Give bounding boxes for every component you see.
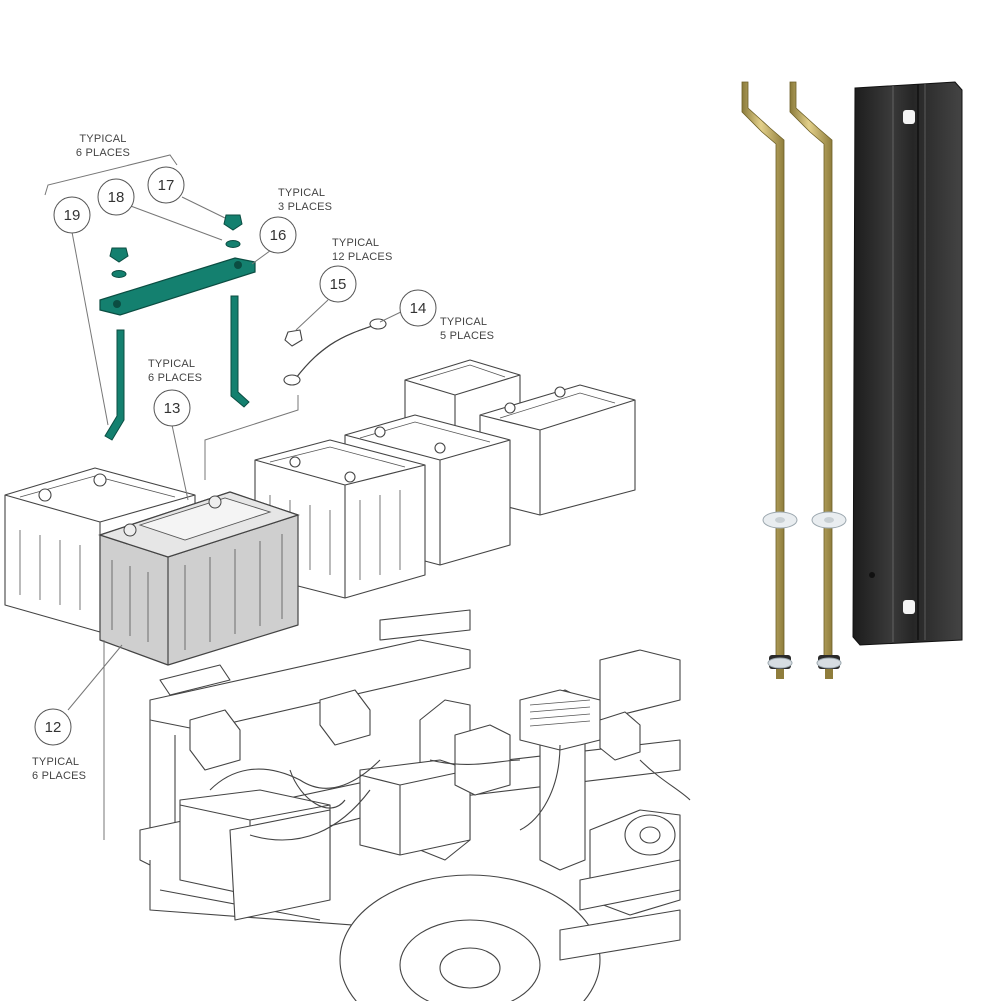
svg-text:6 PLACES: 6 PLACES [32, 770, 86, 782]
nut-right [223, 214, 243, 231]
svg-text:16: 16 [270, 227, 287, 244]
vehicle-frame-drawing [139, 609, 691, 1001]
svg-text:TYPICAL: TYPICAL [440, 316, 487, 328]
svg-text:17: 17 [158, 177, 175, 194]
leader-lines [44, 154, 406, 840]
callout-14: 14 [399, 289, 437, 327]
battery-right-front [479, 384, 636, 516]
product-hold-down-plate [852, 81, 963, 646]
callout-12: 12 [34, 708, 72, 746]
svg-text:12: 12 [45, 719, 62, 736]
washer-right [225, 240, 241, 248]
callout-13: 13 [153, 389, 191, 427]
callout-19: 19 [53, 196, 91, 234]
hold-down-rod-left [104, 329, 125, 441]
note-typical-3-places: TYPICAL 3 PLACES [278, 187, 332, 213]
note-typical-6-places-top: TYPICAL 6 PLACES [76, 133, 130, 159]
battery-row-drawing [4, 359, 636, 666]
product-hold-down-rod-1 [741, 81, 798, 679]
svg-text:5 PLACES: 5 PLACES [440, 330, 494, 342]
nut-left [109, 247, 129, 263]
battery-cable-drawing [283, 318, 387, 386]
hold-down-hardware [99, 214, 256, 441]
callout-15: 15 [319, 265, 357, 303]
note-typical-12-places: TYPICAL 12 PLACES [332, 237, 393, 263]
svg-text:13: 13 [164, 400, 181, 417]
svg-text:TYPICAL: TYPICAL [332, 237, 379, 249]
svg-text:TYPICAL: TYPICAL [148, 358, 195, 370]
hold-down-plate [99, 257, 256, 316]
washer-left [111, 270, 127, 278]
note-typical-6-places-13: TYPICAL 6 PLACES [148, 358, 202, 384]
svg-text:14: 14 [410, 300, 427, 317]
svg-text:6 PLACES: 6 PLACES [76, 147, 130, 159]
note-typical-6-places-12: TYPICAL 6 PLACES [32, 756, 86, 782]
note-typical-5-places: TYPICAL 5 PLACES [440, 316, 494, 342]
svg-text:15: 15 [330, 276, 347, 293]
svg-text:19: 19 [64, 207, 81, 224]
svg-text:6 PLACES: 6 PLACES [148, 372, 202, 384]
svg-text:TYPICAL: TYPICAL [32, 756, 79, 768]
svg-text:12 PLACES: 12 PLACES [332, 251, 393, 263]
svg-text:18: 18 [108, 189, 125, 206]
hold-down-rod-right [230, 295, 250, 408]
callout-16: 16 [259, 216, 297, 254]
battery-highlighted [98, 491, 300, 666]
svg-text:TYPICAL: TYPICAL [278, 187, 325, 199]
callout-17: 17 [147, 166, 185, 204]
callout-18: 18 [97, 178, 135, 216]
svg-text:TYPICAL: TYPICAL [79, 133, 126, 145]
product-hold-down-rod-2 [789, 81, 847, 679]
svg-text:3 PLACES: 3 PLACES [278, 201, 332, 213]
